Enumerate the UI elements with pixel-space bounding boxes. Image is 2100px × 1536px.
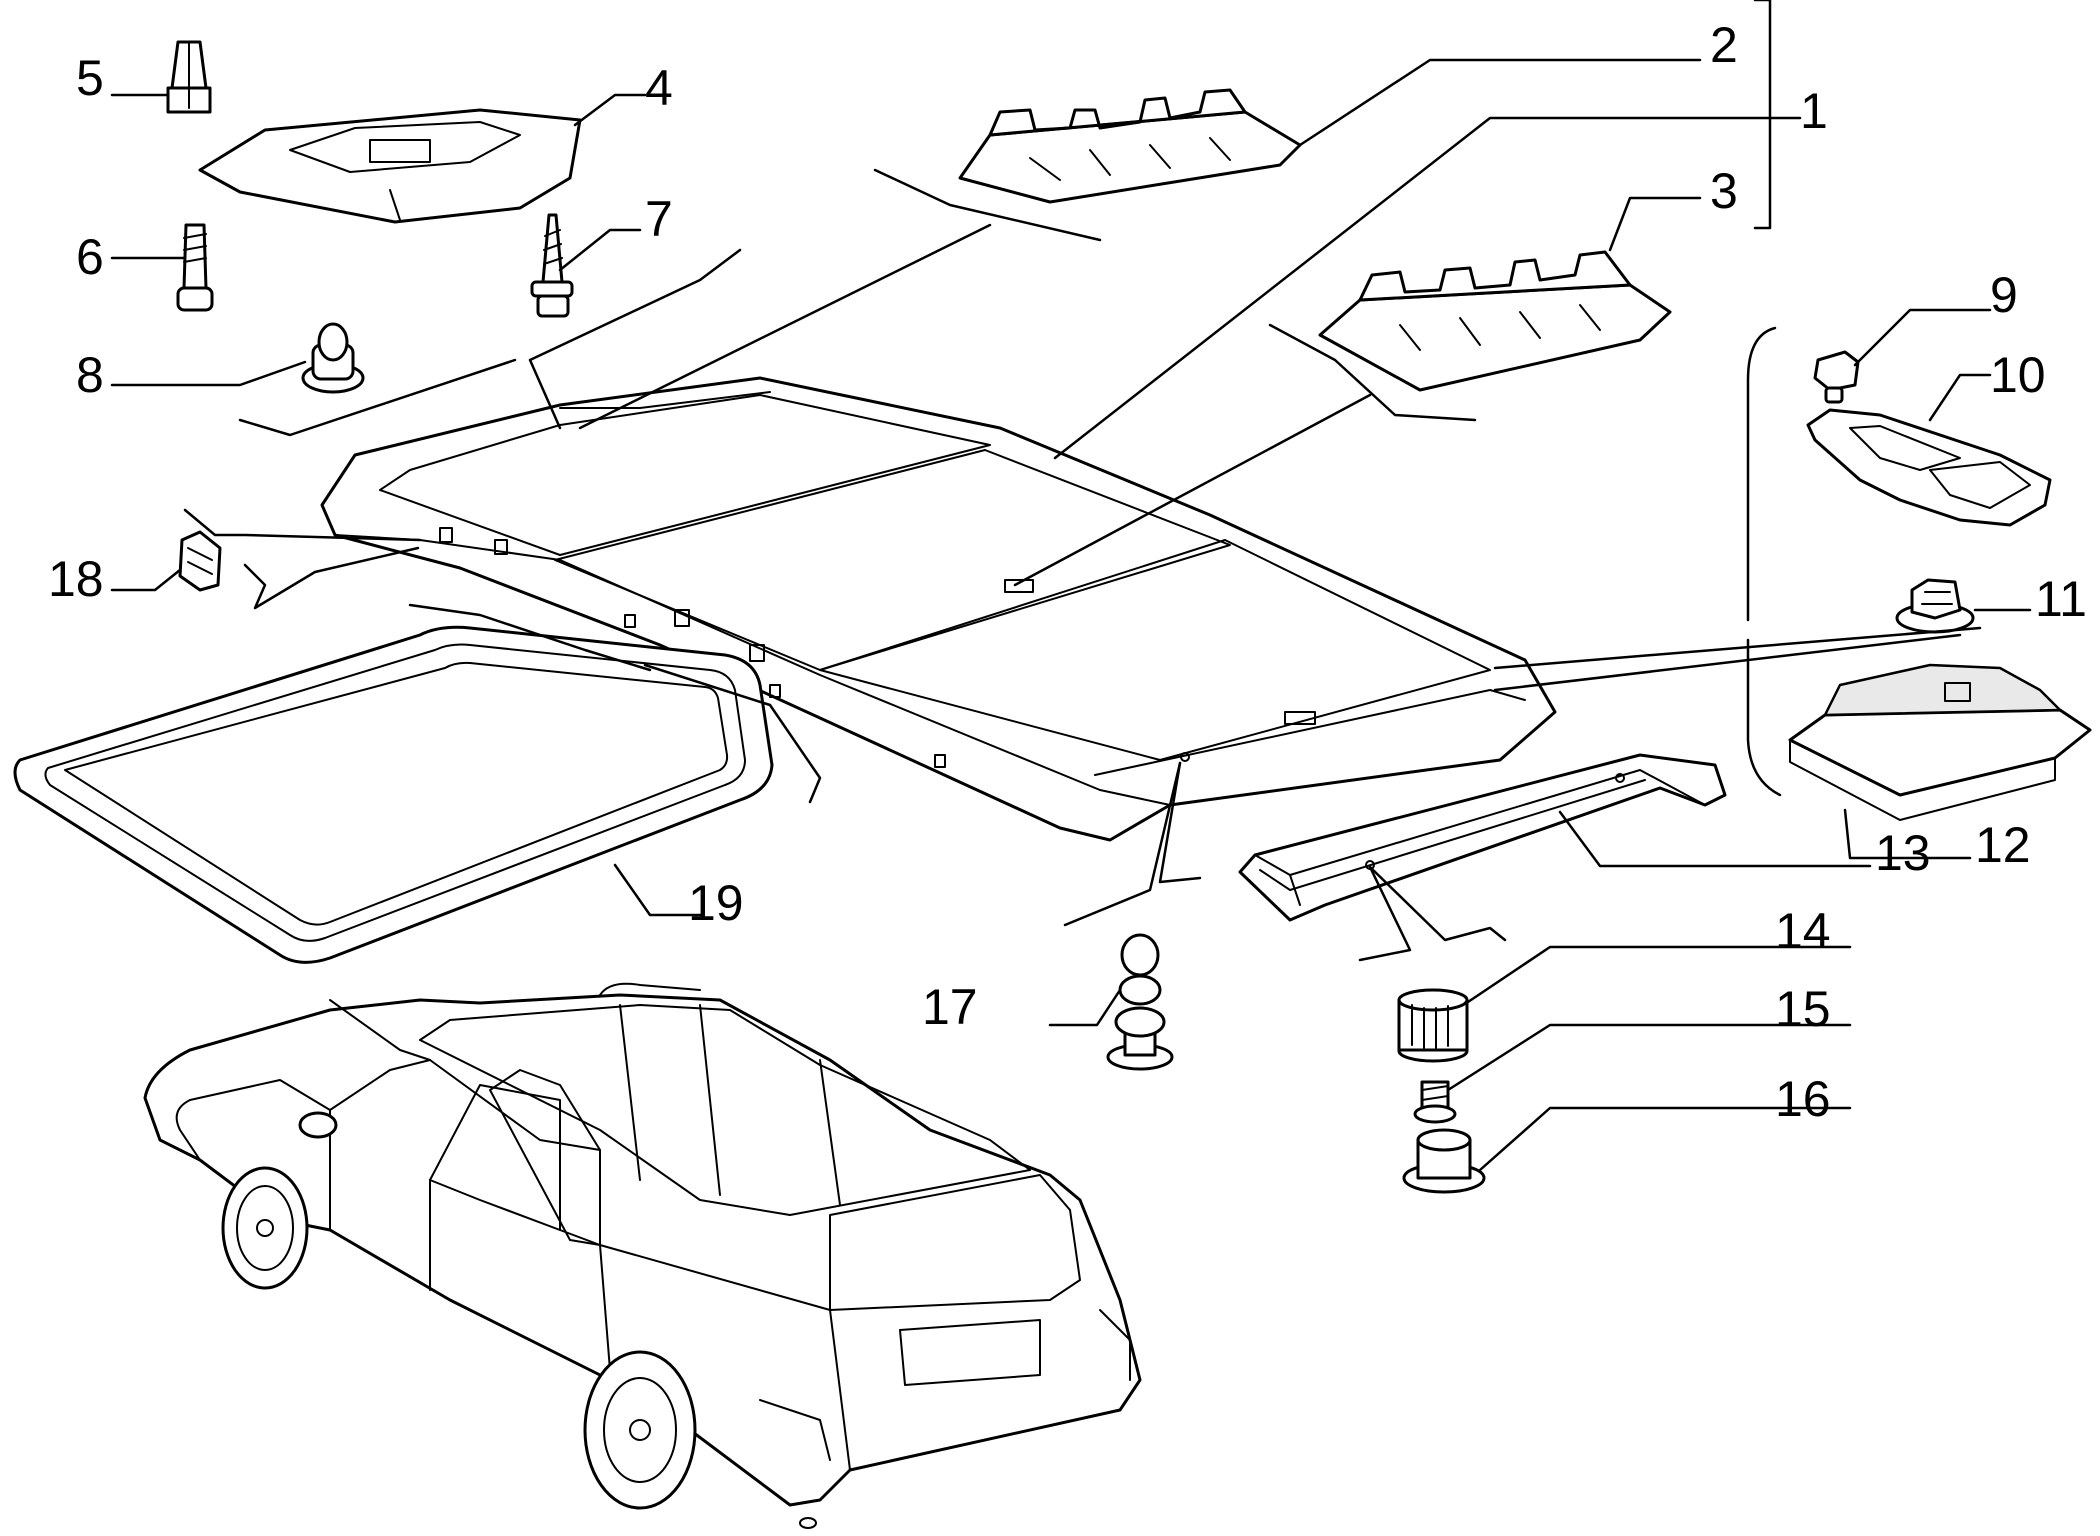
leader-8: [110, 360, 307, 387]
callout-8: 8: [76, 347, 104, 403]
part-2-bracket[interactable]: [958, 88, 1302, 204]
hint-line-k: [1063, 761, 1182, 927]
callout-2: 2: [1710, 17, 1738, 73]
leader-4: [573, 93, 647, 127]
callout-13: 13: [1875, 825, 1931, 881]
part-14-knob[interactable]: [1397, 988, 1469, 1063]
callout-14: 14: [1775, 903, 1831, 959]
part-7-screw[interactable]: [530, 213, 574, 318]
leader-1: [1053, 116, 1802, 460]
hint-line-h: [243, 546, 420, 610]
leader-15: [1446, 1023, 1852, 1092]
hint-line-g: [183, 508, 422, 542]
part-9-clip[interactable]: [1813, 350, 1860, 404]
part-13-rail[interactable]: [1238, 753, 1727, 922]
callout-19: 19: [688, 875, 744, 931]
hint-line-f: [1013, 393, 1372, 587]
leader-lines: [110, 0, 2032, 1172]
leader-12: [1843, 808, 1972, 860]
part-8-clip[interactable]: [301, 322, 365, 394]
hint-line-o: [1493, 626, 1982, 670]
callout-17: 17: [922, 979, 978, 1035]
callout-6: 6: [76, 229, 104, 285]
leader-19: [613, 863, 702, 917]
callout-16: 16: [1775, 1071, 1831, 1127]
callout-12: 12: [1975, 817, 2031, 873]
hint-line-b: [578, 223, 992, 430]
callout-10: 10: [1990, 347, 2046, 403]
hint-line-l: [1158, 761, 1202, 884]
leader-17: [1048, 988, 1122, 1027]
part-15-bolt[interactable]: [1413, 1080, 1457, 1124]
leader-18: [110, 568, 182, 592]
hint-line-j: [643, 663, 822, 804]
part-11-grommet[interactable]: [1895, 578, 1975, 634]
callout-11: 11: [2035, 571, 2087, 627]
hint-line-r: [1746, 638, 1782, 797]
leader-10: [1928, 373, 1992, 422]
part-12-lamp-housing[interactable]: [1788, 663, 2092, 821]
hint-line-d: [238, 358, 517, 437]
hint-line-i: [408, 603, 652, 672]
callout-9: 9: [1990, 267, 2018, 323]
callout-18: 18: [48, 551, 104, 607]
part-3-bracket[interactable]: [1318, 250, 1672, 392]
part-17-fastener[interactable]: [1106, 933, 1174, 1071]
leader-3: [1608, 196, 1702, 252]
hint-line-p: [1493, 633, 1962, 692]
hint-line-m: [1358, 865, 1412, 962]
leader-13: [1558, 810, 1872, 868]
hint-line-e: [1268, 323, 1477, 422]
leader-2: [1298, 58, 1702, 147]
part-4-dome-light-housing[interactable]: [198, 108, 582, 224]
part-5-cap[interactable]: [166, 40, 212, 114]
callout-3: 3: [1710, 163, 1738, 219]
part-16-cap[interactable]: [1402, 1128, 1486, 1194]
callout-4: 4: [645, 60, 673, 116]
hint-line-a: [873, 168, 1102, 242]
callout-labels: 1 2 3 4 5 6 7 8 9 10 11 12 13 14 15 16 1…: [48, 17, 2087, 1127]
part-18-clip[interactable]: [178, 530, 222, 592]
leader-14: [1466, 945, 1852, 1004]
part-10-bracket[interactable]: [1806, 408, 2052, 527]
leader-9: [1853, 308, 1992, 367]
hint-line-q: [1746, 326, 1777, 622]
part-19-seal-frame[interactable]: [13, 625, 774, 964]
callout-7: 7: [645, 191, 673, 247]
hint-line-n: [1368, 865, 1507, 942]
part-6-screw[interactable]: [176, 223, 214, 312]
callout-5: 5: [76, 50, 104, 106]
leader-7: [558, 228, 642, 272]
callout-15: 15: [1775, 981, 1831, 1037]
part-1-headliner[interactable]: [320, 376, 1557, 842]
callout-1: 1: [1800, 83, 1828, 139]
leader-16: [1478, 1106, 1852, 1172]
hint-line-c: [528, 248, 742, 430]
vehicle-illustration: [143, 982, 1142, 1529]
leader-bracket-1-3: [1753, 0, 1772, 230]
